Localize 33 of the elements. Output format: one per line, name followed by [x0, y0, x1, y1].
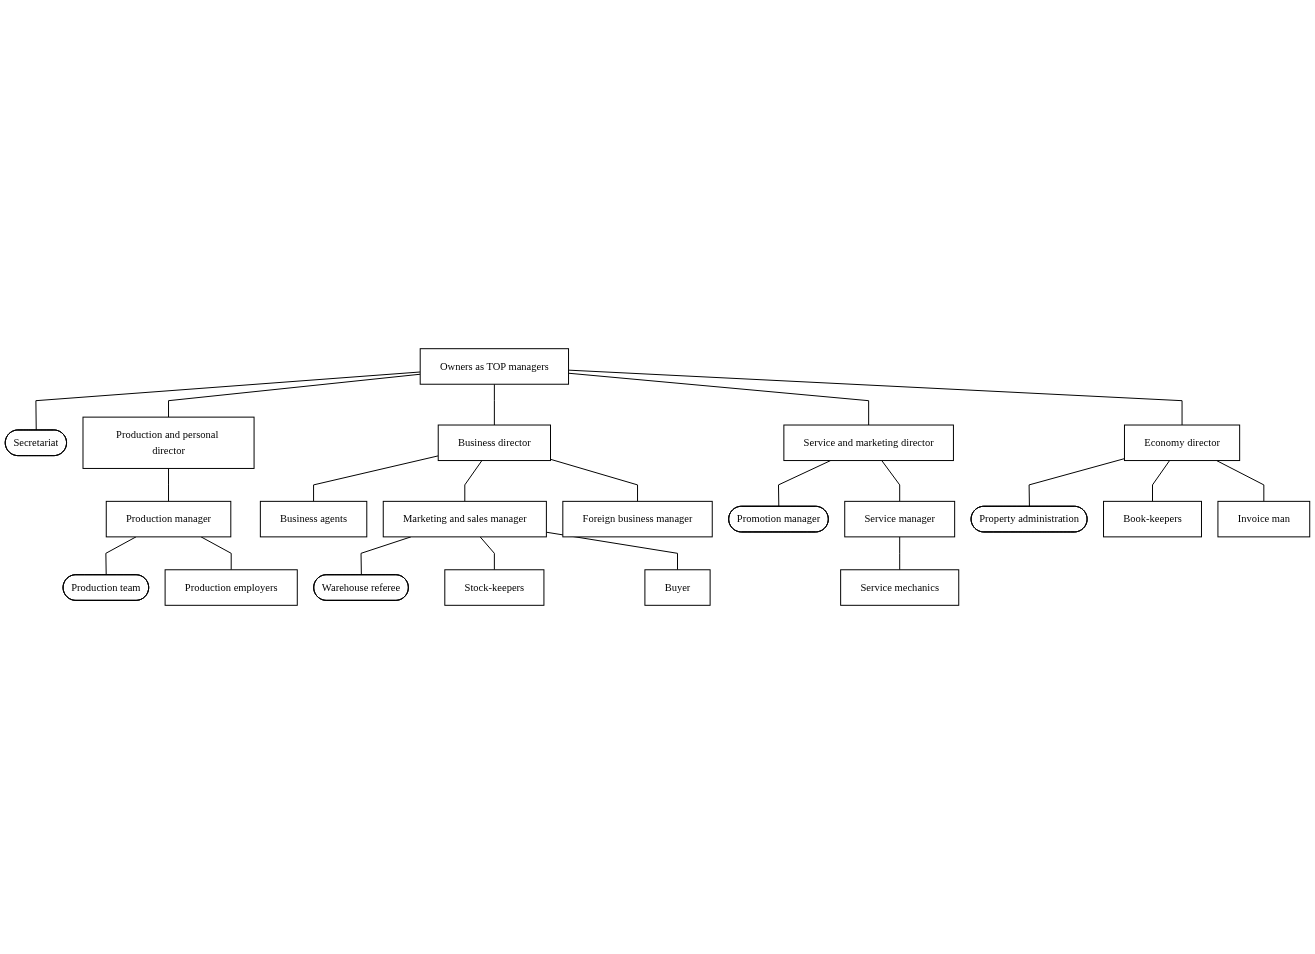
connector: [568, 372, 870, 426]
connector: [493, 383, 495, 426]
connector: [778, 460, 832, 508]
node-box: Production employers: [164, 569, 298, 606]
node-box: Marketing and sales manager: [382, 500, 547, 538]
connector: [168, 373, 421, 418]
node-box: Economy director: [1123, 424, 1241, 462]
node-box: Service and marketing director: [783, 424, 954, 462]
connector: [881, 460, 901, 502]
connector: [899, 536, 901, 571]
connector: [200, 536, 232, 571]
connector: [568, 369, 1183, 426]
node-box: Business director: [437, 424, 551, 462]
node-box: Foreign business manager: [562, 500, 713, 538]
connector: [464, 460, 483, 502]
connector: [35, 371, 421, 431]
node-box: Stock-keepers: [444, 569, 545, 606]
connector: [168, 467, 170, 502]
connector: [1028, 458, 1125, 508]
node-box: Production manager: [105, 500, 232, 538]
connector: [479, 536, 495, 571]
node-box: Book-keepers: [1103, 500, 1202, 538]
connector: [1216, 460, 1265, 502]
connector: [313, 455, 439, 502]
node-box: Business agents: [259, 500, 368, 538]
node-box: Service manager: [844, 500, 956, 538]
connector: [550, 458, 639, 502]
node-box: Service mechanics: [840, 569, 960, 606]
node-box: Invoice man: [1217, 500, 1311, 538]
connector: [1152, 460, 1171, 502]
node-box: Owners as TOP managers: [419, 348, 570, 385]
node-box: Buyer: [644, 569, 711, 606]
node-box: Production and personal director: [82, 416, 255, 469]
